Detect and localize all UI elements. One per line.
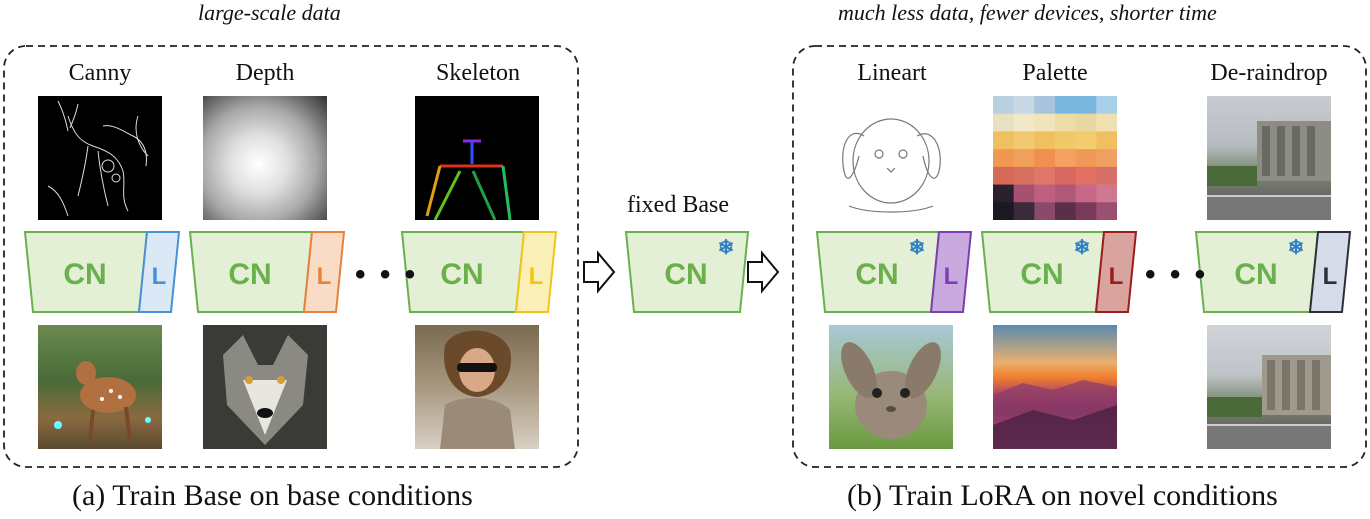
cn-label: CN [1234,258,1277,291]
left-top-caption: large-scale data [198,0,341,25]
palette-cell [1055,113,1077,132]
palette-cell [1034,149,1056,168]
cn-label: CN [440,258,483,291]
palette-cell [1075,131,1097,150]
right-bottom-caption: (b) Train LoRA on novel conditions [847,479,1278,512]
palette-image [993,96,1117,220]
palette-cell [1013,166,1035,186]
palette-cell [1096,96,1117,115]
lineart-image [829,96,953,220]
lora-block [514,231,558,313]
palette-cell [993,131,1015,150]
palette-cell [993,113,1015,132]
palette-cell [993,184,1015,203]
cond-label-lineart: Lineart [857,60,927,86]
landscape-output-image [993,325,1117,449]
wolf-output-image [203,325,327,449]
canny-edge-image [38,96,162,220]
palette-cell [1034,96,1056,115]
ellipsis-right: • • • [1145,258,1209,291]
depth-map-image [203,96,327,220]
palette-cell [1034,131,1056,150]
cn-label: CN [63,258,106,291]
palette-cell [993,96,1015,115]
left-panel-border [3,45,579,468]
deer-output-image [38,325,162,449]
palette-cell [1075,113,1097,132]
lora-label: L [529,263,544,290]
cond-label-skeleton: Skeleton [436,60,520,86]
palette-cell [1055,202,1077,220]
palette-cell [1034,184,1056,203]
palette-cell [1096,113,1117,132]
cn-label: CN [1020,258,1063,291]
right-top-caption: much less data, fewer devices, shorter t… [838,0,1217,25]
cond-label-canny: Canny [68,60,132,86]
left-bottom-caption: (a) Train Base on base conditions [72,479,473,512]
snowflake-icon: ❄ [1288,237,1305,259]
palette-cell [1055,96,1077,115]
lora-label: L [317,263,332,290]
palette-cell [1096,184,1117,203]
palette-cell [1055,184,1077,203]
bunny-output-image [829,325,953,449]
cond-label-deraindrop: De-raindrop [1210,60,1328,86]
cond-label-palette: Palette [1022,60,1088,86]
lora-block [302,231,346,313]
lora-label: L [1323,263,1338,290]
palette-cell [1013,113,1035,132]
palette-cell [1096,202,1117,220]
lora-block [929,231,973,313]
palette-cell [993,166,1015,186]
palette-cell [1013,96,1035,115]
cn-label: CN [855,258,898,291]
ellipsis-left: • • • [355,258,419,291]
snowflake-icon: ❄ [1074,237,1091,259]
palette-cell [1055,149,1077,168]
palette-cell [1075,149,1097,168]
lora-label: L [1109,263,1124,290]
palette-cell [1055,131,1077,150]
cn-label: CN [228,258,271,291]
cond-label-depth: Depth [235,60,295,86]
palette-cell [1034,166,1056,186]
lora-block [1308,231,1352,313]
snowflake-icon: ❄ [909,237,926,259]
palette-cell [1013,131,1035,150]
cn-block [624,231,750,313]
palette-cell [1075,202,1097,220]
palette-cell [1034,113,1056,132]
lora-block [137,231,181,313]
cn-label: CN [664,258,707,291]
clear-building-output-image [1207,325,1331,449]
palette-cell [1096,149,1117,168]
palette-cell [1055,166,1077,186]
skeleton-pose-image [415,96,539,220]
lora-label: L [152,263,167,290]
palette-cell [1075,184,1097,203]
woman-output-image [415,325,539,449]
palette-cell [1013,184,1035,203]
raindrop-image [1207,96,1331,220]
palette-cell [1013,202,1035,220]
palette-cell [1075,96,1097,115]
palette-cell [1075,166,1097,186]
arrow-icon-right [747,250,780,294]
palette-cell [1096,131,1117,150]
palette-cell [1013,149,1035,168]
right-panel-border [792,45,1367,468]
lora-label: L [944,263,959,290]
arrow-icon-left [583,250,616,294]
lora-block [1094,231,1138,313]
snowflake-icon: ❄ [718,237,735,259]
palette-cell [1034,202,1056,220]
palette-cell [993,202,1015,220]
fixed-base-label: fixed Base [627,192,729,218]
palette-cell [1096,166,1117,186]
palette-cell [993,149,1015,168]
